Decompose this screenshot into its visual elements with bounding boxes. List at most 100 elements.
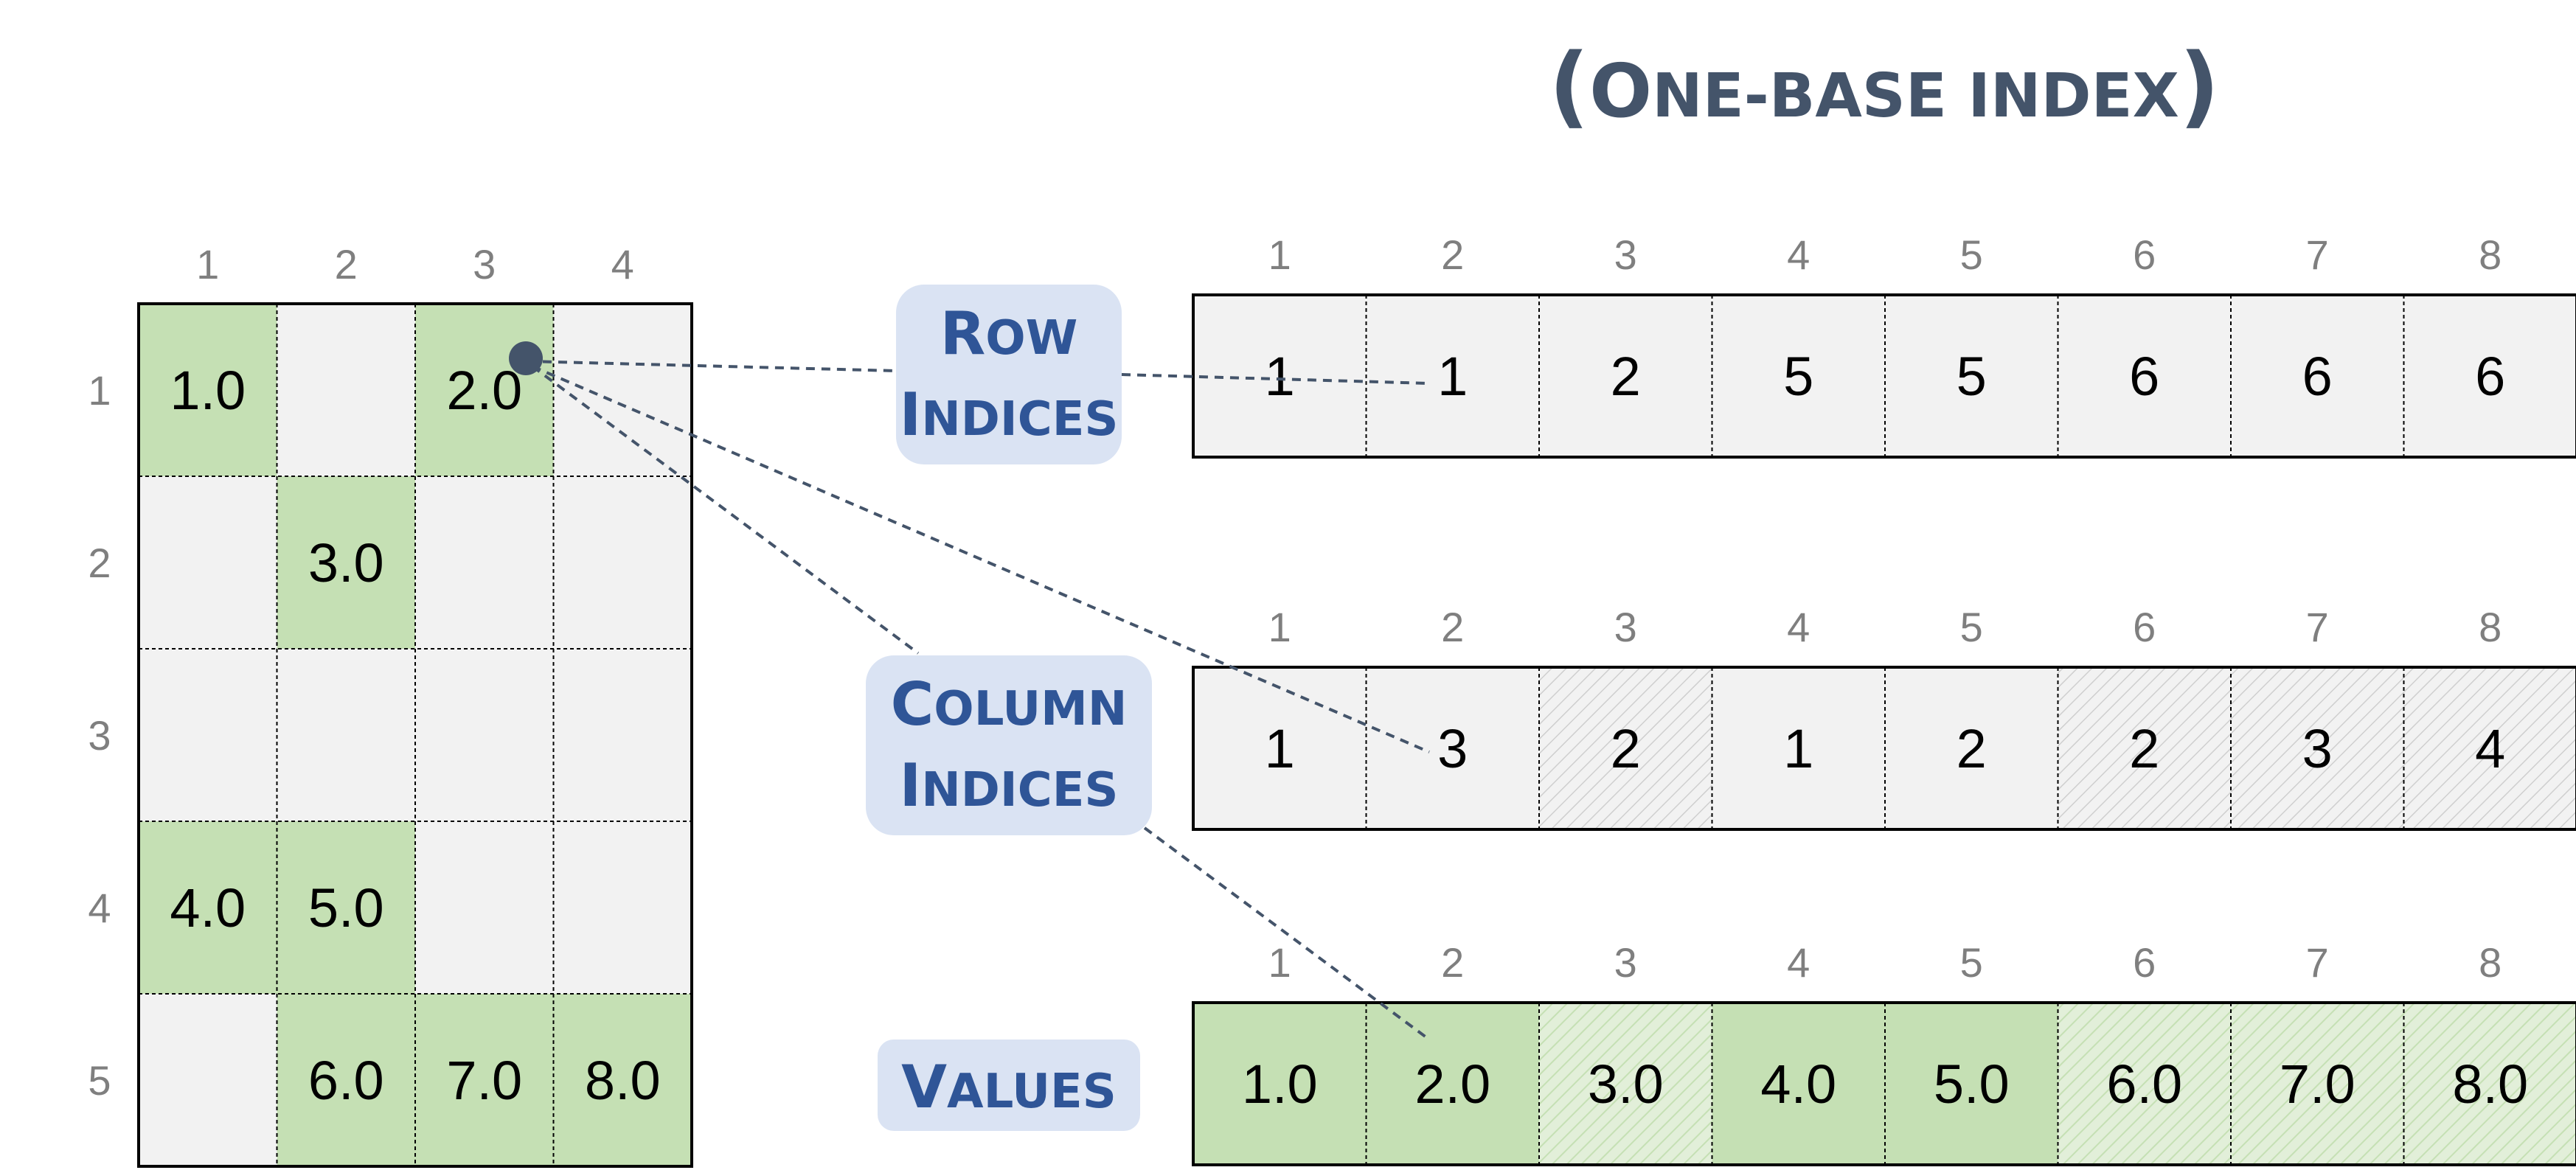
values-value: 7.0 [2280, 1054, 2355, 1115]
values-header: 8 [2479, 939, 2502, 986]
matrix-row-header: 3 [88, 712, 111, 759]
row-indices-header: 2 [1441, 231, 1464, 278]
column-indices-value: 3 [2302, 718, 2333, 779]
label-column-indices-line-2: INDICES [899, 751, 1118, 820]
matrix-cell-value: 3.0 [308, 532, 384, 593]
matrix-cell-value: 6.0 [308, 1050, 384, 1111]
column-indices-header: 2 [1441, 604, 1464, 650]
row-indices-cell [2058, 295, 2231, 457]
column-indices-cell [1193, 667, 1367, 829]
matrix-cell-value: 7.0 [446, 1050, 522, 1111]
column-indices-value: 2 [1611, 718, 1641, 779]
matrix-col-header: 2 [335, 241, 358, 288]
matrix-cell-empty [415, 476, 554, 649]
label-row-indices-line-1: ROW [940, 299, 1078, 368]
column-indices-value: 1 [1265, 718, 1295, 779]
column-indices-value: 2 [2129, 718, 2159, 779]
matrix-cell-nonzero [139, 821, 277, 994]
column-indices-cell [1539, 667, 1712, 829]
matrix-cell-empty [139, 994, 277, 1166]
matrix-col-header: 3 [473, 241, 496, 288]
row-indices-value: 1 [1265, 346, 1295, 407]
column-indices-value: 1 [1783, 718, 1813, 779]
row-indices-value: 5 [1957, 346, 1987, 407]
matrix-cell-nonzero [139, 304, 277, 476]
column-indices-header: 4 [1787, 604, 1810, 650]
values-header: 1 [1268, 939, 1291, 986]
row-indices-header: 1 [1268, 231, 1291, 278]
matrix-cell-nonzero [277, 994, 415, 1166]
values-header: 4 [1787, 939, 1810, 986]
values-border [1192, 1001, 2576, 1166]
column-indices-header: 7 [2306, 604, 2329, 650]
connector-dot-to-column-label [531, 365, 920, 655]
values-cell [1712, 1003, 1885, 1165]
values-value: 1.0 [1242, 1054, 1318, 1115]
values-value: 4.0 [1760, 1054, 1836, 1115]
matrix-cell-empty [553, 821, 692, 994]
label-column-indices: COLUMN INDICES [866, 655, 1152, 835]
row-indices-value: 6 [2129, 346, 2159, 407]
row-indices-header: 7 [2306, 231, 2329, 278]
matrix-cell-empty [553, 304, 692, 476]
matrix-row-header: 4 [88, 885, 111, 931]
row-indices-header: 8 [2479, 231, 2502, 278]
values-value: 3.0 [1588, 1054, 1664, 1115]
row-indices-value: 1 [1437, 346, 1468, 407]
label-values-box [878, 1040, 1140, 1131]
matrix-cell-empty [415, 649, 554, 821]
title-open-paren: ( [1549, 35, 1589, 138]
values-cell [2231, 1003, 2404, 1165]
column-indices-cell [2403, 667, 2576, 829]
column-indices-cell [1712, 667, 1885, 829]
matrix-row-header: 1 [88, 367, 111, 414]
matrix-cell-value: 1.0 [170, 360, 246, 421]
column-indices-header: 5 [1960, 604, 1983, 650]
column-indices-cell [1366, 667, 1539, 829]
matrix-row-header: 2 [88, 540, 111, 586]
label-row-indices-box [896, 285, 1122, 464]
row-indices-header: 4 [1787, 231, 1810, 278]
values-value: 5.0 [1934, 1054, 2010, 1115]
matrix-cell-value: 5.0 [308, 877, 384, 939]
row-indices-cell [1366, 295, 1539, 457]
row-indices-value: 6 [2302, 346, 2333, 407]
row-indices-cell [1885, 295, 2058, 457]
row-indices-header: 5 [1960, 231, 1983, 278]
label-values: VALUES [878, 1040, 1140, 1131]
matrix-cell-empty [139, 649, 277, 821]
matrix-cell-value: 2.0 [446, 360, 522, 421]
values-header: 5 [1960, 939, 1983, 986]
values-cell [1193, 1003, 1367, 1165]
matrix-cell-empty [277, 649, 415, 821]
values-cell [2058, 1003, 2231, 1165]
values-value: 2.0 [1414, 1054, 1490, 1115]
page-title: (ONE-BASE INDEX) [1549, 35, 2219, 138]
matrix-cell-nonzero [277, 821, 415, 994]
matrix-cell-nonzero [415, 994, 554, 1166]
connector-row-label-to-row-index [1121, 373, 1430, 385]
connectors [527, 360, 1431, 1041]
column-indices-value: 2 [1957, 718, 1987, 779]
row-indices-header: 6 [2133, 231, 2156, 278]
matrix-cell-empty [415, 821, 554, 994]
matrix-cell-nonzero [277, 476, 415, 649]
row-indices-cell [1539, 295, 1712, 457]
column-indices-header: 6 [2133, 604, 2156, 650]
row-indices-cell [1712, 295, 1885, 457]
label-column-indices-box [866, 655, 1152, 835]
values-header: 2 [1441, 939, 1464, 986]
connector-dot-to-column-index [532, 365, 1430, 753]
matrix-cell-empty [553, 649, 692, 821]
values-cell [1885, 1003, 2058, 1165]
row-indices-value: 2 [1611, 346, 1641, 407]
row-indices-value: 5 [1783, 346, 1813, 407]
label-row-indices: ROW INDICES [896, 285, 1122, 464]
row-indices-border [1192, 293, 2576, 459]
row-indices-cell [2231, 295, 2404, 457]
values-value: 6.0 [2106, 1054, 2182, 1115]
values-cell [1366, 1003, 1539, 1165]
